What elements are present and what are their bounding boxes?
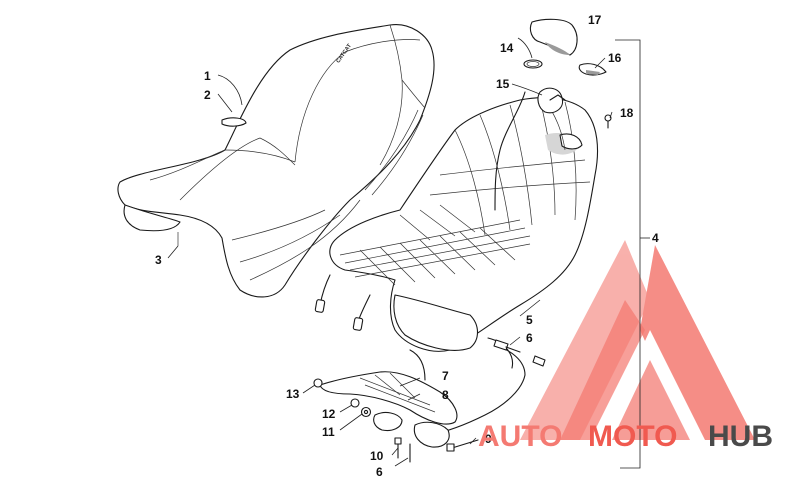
callout-8: 8 — [442, 388, 449, 402]
watermark-hub: HUB — [708, 420, 773, 453]
seat-base-tub — [329, 91, 599, 352]
callout-leaders — [167, 37, 613, 467]
callout-15: 15 — [496, 77, 510, 91]
assembly-bracket — [615, 39, 650, 469]
callout-17: 17 — [588, 13, 602, 27]
callout-11: 11 — [322, 425, 335, 439]
callout-10: 10 — [370, 449, 384, 463]
watermark-auto: AUTO — [478, 420, 562, 453]
latch-assembly — [523, 18, 607, 114]
watermark-moto: MOTO — [588, 420, 677, 453]
callout-4: 4 — [652, 231, 659, 245]
callout-6-lower: 6 — [376, 465, 383, 479]
callout-16: 16 — [608, 51, 622, 65]
seat-cushion: CATCAT — [117, 24, 435, 298]
callout-labels: 1 2 3 4 5 6 6 7 8 9 10 11 12 13 14 15 16… — [155, 13, 659, 479]
callout-14: 14 — [500, 41, 514, 55]
release-cables — [314, 274, 371, 331]
watermark-text: AUTO MOTO HUB — [478, 420, 773, 453]
callout-1: 1 — [204, 69, 211, 83]
callout-6-upper: 6 — [526, 331, 533, 345]
callout-7: 7 — [442, 369, 449, 383]
mesh-grid — [339, 204, 531, 286]
callout-2: 2 — [204, 88, 211, 102]
callout-3: 3 — [155, 253, 162, 267]
watermark-logo — [520, 240, 755, 440]
callout-18: 18 — [620, 106, 634, 120]
hinge-frame — [313, 337, 526, 448]
hardware-bolts — [350, 114, 612, 463]
callout-13: 13 — [286, 387, 300, 401]
callout-9: 9 — [485, 432, 492, 446]
callout-5: 5 — [526, 313, 533, 327]
callout-12: 12 — [322, 407, 336, 421]
